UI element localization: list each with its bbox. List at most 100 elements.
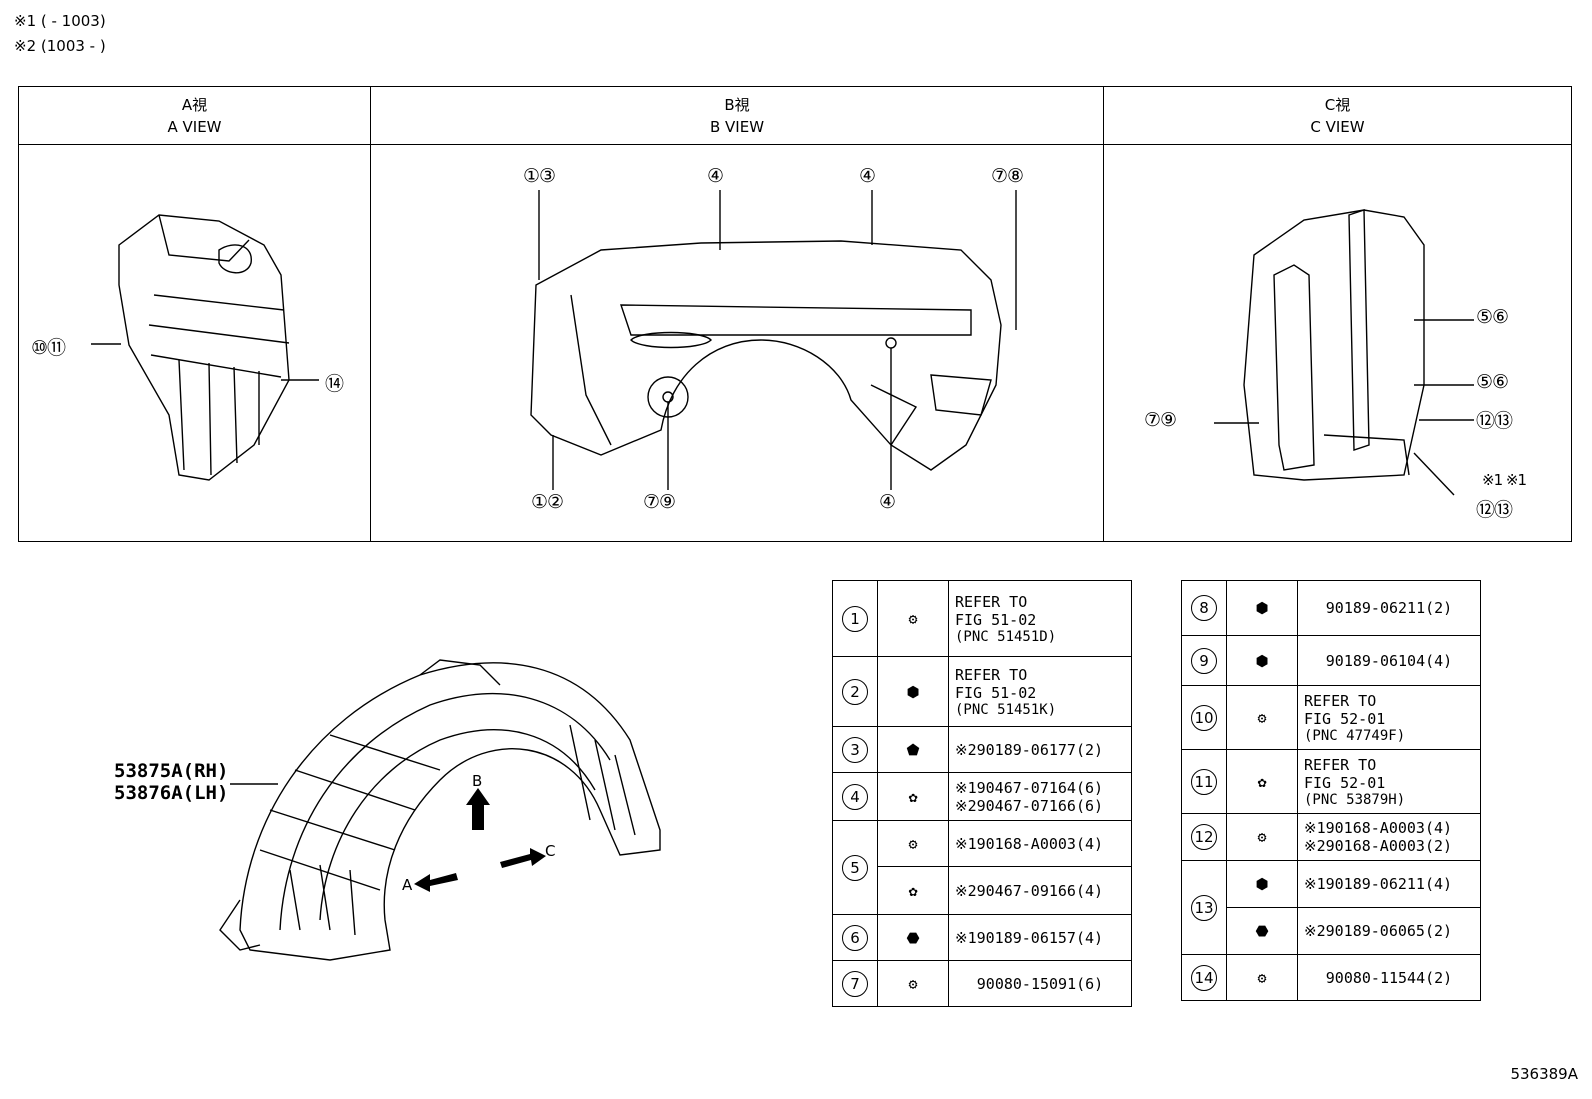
table-row: ✿ ※290467-09166(4) [833,866,1132,915]
arrow-b-icon [466,788,490,830]
item-number: 10 [1191,704,1217,731]
item-number: 6 [842,924,868,951]
view-b-drawing: ①③ ④ ④ ⑦⑧ ①② ⑦⑨ ④ [371,145,1103,541]
arrow-b-label: B [472,772,483,790]
part-cell: 90189-06104(4) [1297,635,1481,686]
item-number: 5 [842,854,868,881]
callout-7-9-c: ⑦⑨ [1144,409,1177,431]
table-row: 4 ✿ ※190467-07164(6)※290467-07166(6) [832,772,1132,821]
view-c-panel: C視 C VIEW ⑤⑥ ⑤⑥ ⑦⑨ ⑫⑬ ※1 ※1 ⑫⑬ [1104,87,1571,541]
arrow-c-label: C [545,842,556,860]
view-c-header: C視 C VIEW [1104,87,1571,145]
callout-12-13-upper: ⑫⑬ [1476,410,1513,432]
table-row: 8 ⬢ 90189-06211(2) [1181,580,1481,636]
callout-7-8: ⑦⑧ [991,165,1024,187]
part-cell: ※190189-06211(4) [1297,860,1481,908]
part-cell: 90189-06211(2) [1297,580,1481,636]
view-b-title-jp: B視 [724,96,750,114]
callout-14: ⑭ [325,373,344,395]
applicability-marks: ※1 ※1 [1482,471,1527,489]
item-number: 11 [1191,768,1217,795]
table-row: 13 ⬢ ※190189-06211(4) [1181,860,1481,955]
table-row: 6 ⬣ ※190189-06157(4) [832,914,1132,961]
screw-icon: ⚙ [877,960,949,1007]
callout-4-top-right: ④ [859,165,876,187]
callout-7-9: ⑦⑨ [643,491,676,513]
view-b-header: B視 B VIEW [371,87,1103,145]
view-c-title-en: C VIEW [1310,118,1365,136]
view-c-liner-illustration [1214,209,1474,496]
item-number: 12 [1191,824,1217,850]
part-number-rh: 53875A(RH) [114,760,229,782]
callout-1-2: ①② [531,491,564,513]
nut-icon: ⬢ [877,656,949,727]
part-cell: 90080-15091(6) [948,960,1132,1007]
callout-4-top-left: ④ [707,165,724,187]
view-b-panel: B視 B VIEW ①③ ④ [371,87,1104,541]
arrow-a-icon [414,873,458,892]
callout-12-13-lower: ⑫⑬ [1476,499,1513,521]
table-row: 12 ⚙ ※190168-A0003(4)※290168-A0003(2) [1181,813,1481,861]
view-b-liner-illustration [530,190,1017,490]
part-number-lh: 53876A(LH) [114,782,229,804]
item-number: 2 [842,678,868,705]
callout-1-3: ①③ [523,165,556,187]
clip-icon: ✿ [1226,749,1298,814]
bolt-icon: ⚙ [1226,954,1298,1001]
callout-10-11: ⑩⑪ [31,337,66,359]
item-number: 9 [1191,647,1217,674]
table-row: ⬣ ※290189-06065(2) [1182,907,1481,955]
clip-icon: ⬟ [877,726,949,773]
callout-5-6-lower: ⑤⑥ [1476,371,1509,393]
item-number: 1 [842,605,868,632]
parts-table-right: 8 ⬢ 90189-06211(2) 9 ⬢ 90189-06104(4) 10… [1181,580,1481,1001]
part-cell: ※290189-06177(2) [948,726,1132,773]
view-c-drawing: ⑤⑥ ⑤⑥ ⑦⑨ ⑫⑬ ※1 ※1 ⑫⑬ [1104,145,1571,541]
view-a-title-en: A VIEW [167,118,222,136]
table-row: 3 ⬟ ※290189-06177(2) [832,726,1132,773]
callout-4-bottom: ④ [879,491,896,513]
callout-5-6-upper: ⑤⑥ [1476,306,1509,328]
grommet-icon: ⬣ [1226,907,1298,955]
view-direction-arrows [414,788,546,892]
item-number: 3 [842,736,868,763]
grommet-icon: ⬣ [877,914,949,961]
bolt-icon: ⚙ [1226,685,1298,750]
view-a-header: A視 A VIEW [19,87,370,145]
part-cell: ※290467-09166(4) [948,866,1132,915]
clip-icon: ✿ [877,772,949,821]
part-cell: ※290189-06065(2) [1297,907,1481,955]
nut-icon: ⬢ [1226,635,1298,686]
bolt-icon: ⚙ [877,580,949,657]
arrow-c-icon [500,848,546,868]
nut-icon: ⬢ [1226,580,1298,636]
arrow-a-label: A [402,876,413,894]
table-row: 9 ⬢ 90189-06104(4) [1181,635,1481,686]
fender-liner-illustration [219,659,661,961]
part-cell: ※190189-06157(4) [948,914,1132,961]
part-cell: ※190168-A0003(4)※290168-A0003(2) [1297,813,1481,861]
table-row: 14 ⚙ 90080-11544(2) [1181,954,1481,1001]
clip-icon: ✿ [877,866,949,915]
part-cell: ※190467-07164(6)※290467-07166(6) [948,772,1132,821]
part-cell: ※190168-A0003(4) [948,820,1132,867]
item-number: 13 [1191,894,1217,921]
item-number: 4 [842,783,868,810]
view-a-title-jp: A視 [181,96,208,114]
applicability-note-2: ※2 (1003 - ) [14,37,106,55]
part-cell: 90080-11544(2) [1297,954,1481,1001]
view-a-panel: A視 A VIEW ⑩⑪ ⑭ [19,87,371,541]
item-number: 14 [1191,964,1217,991]
screw-icon: ⚙ [877,820,949,867]
view-a-liner-illustration [91,214,319,481]
view-b-title-en: B VIEW [709,118,765,136]
